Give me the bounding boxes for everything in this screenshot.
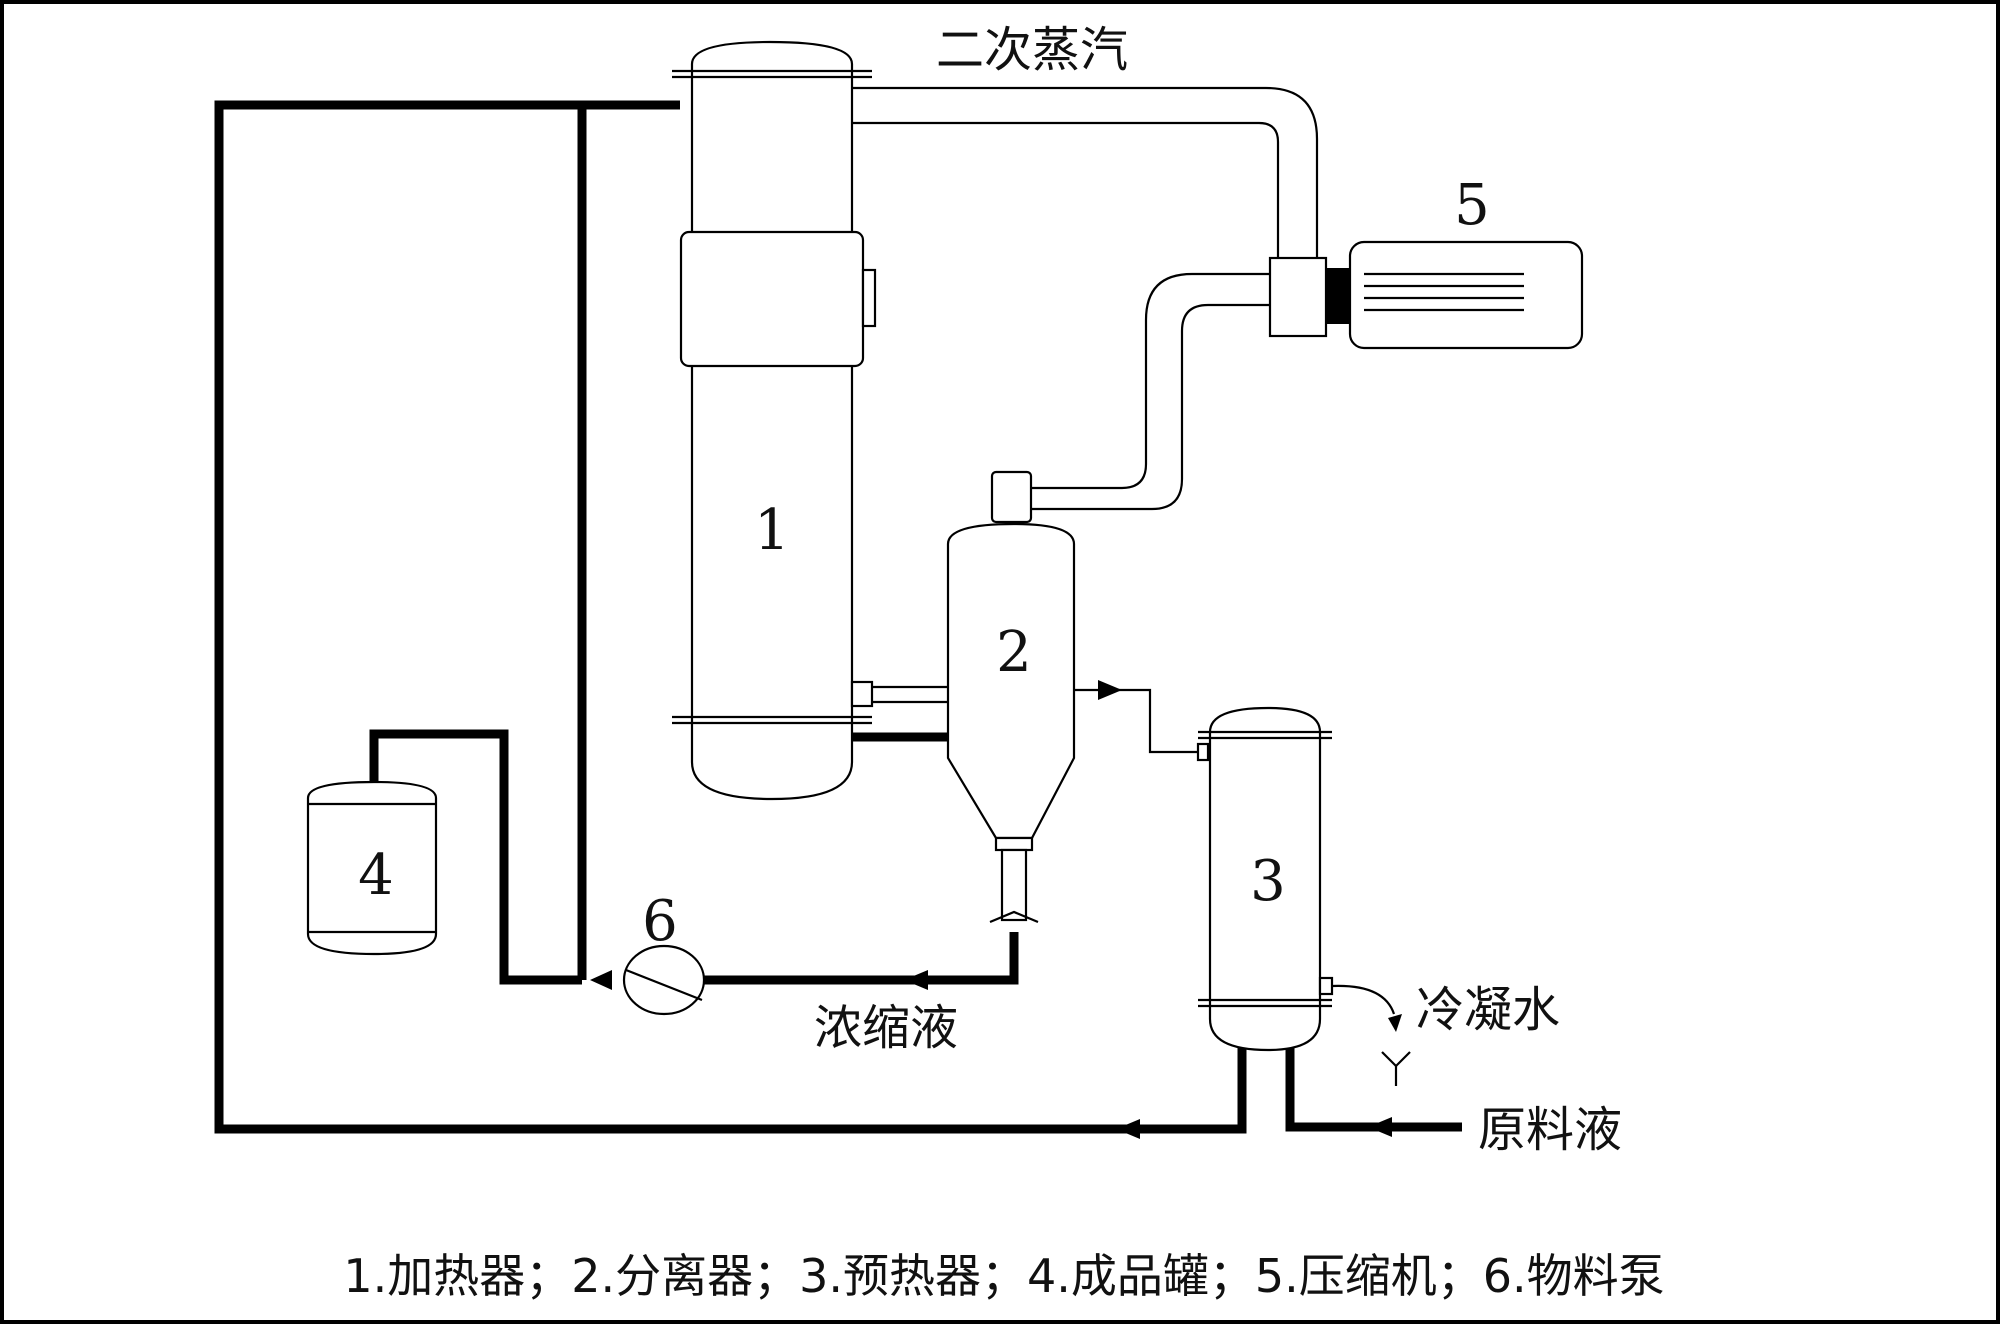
separator-number-label: 2 — [996, 620, 1032, 685]
condensate-label: 冷凝水 — [1416, 982, 1560, 1038]
arrow-concentrate — [904, 970, 928, 990]
preheater: 3 — [1198, 706, 1411, 1086]
product-tank-shell — [306, 780, 438, 956]
concentrate-label: 浓缩液 — [814, 1000, 958, 1056]
heater-shell — [690, 40, 854, 801]
preheater-shell — [1208, 706, 1322, 1052]
separator-top-nozzle — [990, 470, 1033, 524]
separator: 2 — [946, 470, 1210, 924]
secondary-steam-pipe-inner — [852, 121, 1280, 258]
material-pump: 6 — [622, 889, 706, 1016]
compressor-motor — [1348, 240, 1584, 350]
heater-number-label: 1 — [754, 498, 790, 563]
product-line-pipe — [369, 729, 582, 985]
separator-shell — [946, 522, 1076, 840]
separator-outlet — [994, 836, 1034, 852]
arrow-pump-inlet — [590, 970, 612, 990]
heater-side-nozzle — [861, 268, 877, 328]
compressor-coupling — [1326, 268, 1350, 324]
compressor-number-label: 5 — [1454, 173, 1490, 238]
compressed-steam-pipe-inner — [1031, 303, 1270, 511]
legend: 1.加热器；2.分离器；3.预热器；4.成品罐；5.压缩机；6.物料泵 — [343, 1249, 1664, 1303]
compressor-housing — [1268, 256, 1328, 338]
product-tank-number-label: 4 — [358, 843, 394, 908]
feed-to-heater-pipe — [214, 100, 1247, 1134]
arrow-feed-inlet — [1368, 1117, 1392, 1137]
process-diagram: 1 2 3 4 — [214, 22, 1665, 1303]
separator-drain — [1000, 848, 1028, 922]
compressor: 5 — [1268, 173, 1584, 350]
concentrate-pipe — [704, 932, 1019, 985]
material-pump-number-label: 6 — [642, 889, 678, 954]
compressed-steam-pipe-outer — [1031, 272, 1270, 490]
heater-jacket — [679, 230, 865, 368]
preheater-number-label: 3 — [1250, 849, 1286, 914]
material-pump-body — [622, 944, 706, 1016]
feed-inlet-pipe — [1285, 1040, 1462, 1132]
secondary-steam-label: 二次蒸汽 — [936, 22, 1128, 78]
product-tank: 4 — [306, 780, 438, 956]
feed-label: 原料液 — [1478, 1102, 1622, 1158]
arrow-bottom-loop — [1116, 1119, 1140, 1139]
heater: 1 — [672, 40, 948, 801]
secondary-steam-pipe-outer — [852, 86, 1319, 258]
